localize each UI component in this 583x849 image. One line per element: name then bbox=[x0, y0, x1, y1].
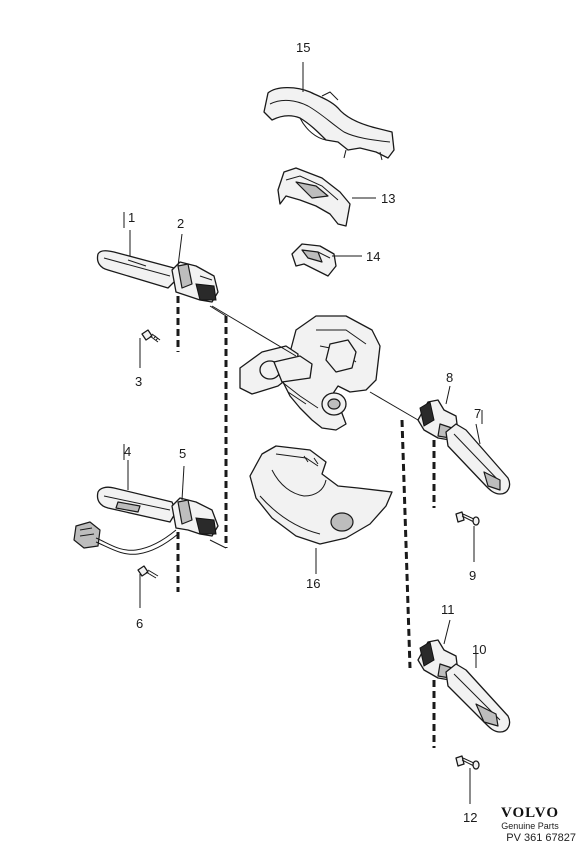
callout-10: 10 bbox=[472, 642, 486, 657]
callout-11: 11 bbox=[441, 602, 455, 617]
part-7-right-lever bbox=[445, 423, 511, 495]
part-1-left-lever bbox=[96, 250, 177, 289]
part-5-switch-housing-lower bbox=[171, 497, 219, 537]
part-4-left-lever-lower bbox=[96, 486, 177, 523]
brand-logo: VOLVO bbox=[500, 805, 560, 821]
leader-lines bbox=[123, 62, 483, 804]
part-2-switch-housing bbox=[171, 261, 219, 303]
part-10-right-lever-lower bbox=[445, 663, 511, 733]
part-12-screw bbox=[455, 755, 480, 770]
connector-harness bbox=[73, 521, 179, 555]
part-9-screw bbox=[455, 511, 480, 526]
diagram-reference: PV 361 67827 bbox=[506, 832, 576, 844]
callout-3: 3 bbox=[135, 374, 142, 389]
part-14-clip bbox=[291, 243, 337, 277]
callout-1: 1 bbox=[128, 210, 135, 225]
callout-6: 6 bbox=[136, 616, 143, 631]
part-6-screw bbox=[137, 565, 159, 579]
steering-column-assembly bbox=[239, 315, 381, 431]
callout-15: 15 bbox=[296, 40, 310, 55]
brand-tagline: Genuine Parts bbox=[501, 821, 559, 831]
callout-9: 9 bbox=[469, 568, 476, 583]
part-13-bracket bbox=[277, 167, 351, 227]
callout-4: 4 bbox=[124, 444, 131, 459]
assembly-lines bbox=[176, 296, 436, 748]
part-3-screw bbox=[141, 329, 161, 343]
callout-16: 16 bbox=[306, 576, 320, 591]
callout-14: 14 bbox=[366, 249, 380, 264]
callout-13: 13 bbox=[381, 191, 395, 206]
callout-7: 7 bbox=[474, 406, 481, 421]
callout-2: 2 bbox=[177, 216, 184, 231]
callout-8: 8 bbox=[446, 370, 453, 385]
part-15-upper-cover bbox=[263, 86, 395, 161]
part-16-lower-cover bbox=[249, 445, 393, 545]
callout-12: 12 bbox=[463, 810, 477, 825]
callout-5: 5 bbox=[179, 446, 186, 461]
callouts: 15 13 14 1 2 3 4 5 6 8 7 9 16 11 10 12 bbox=[124, 40, 486, 825]
